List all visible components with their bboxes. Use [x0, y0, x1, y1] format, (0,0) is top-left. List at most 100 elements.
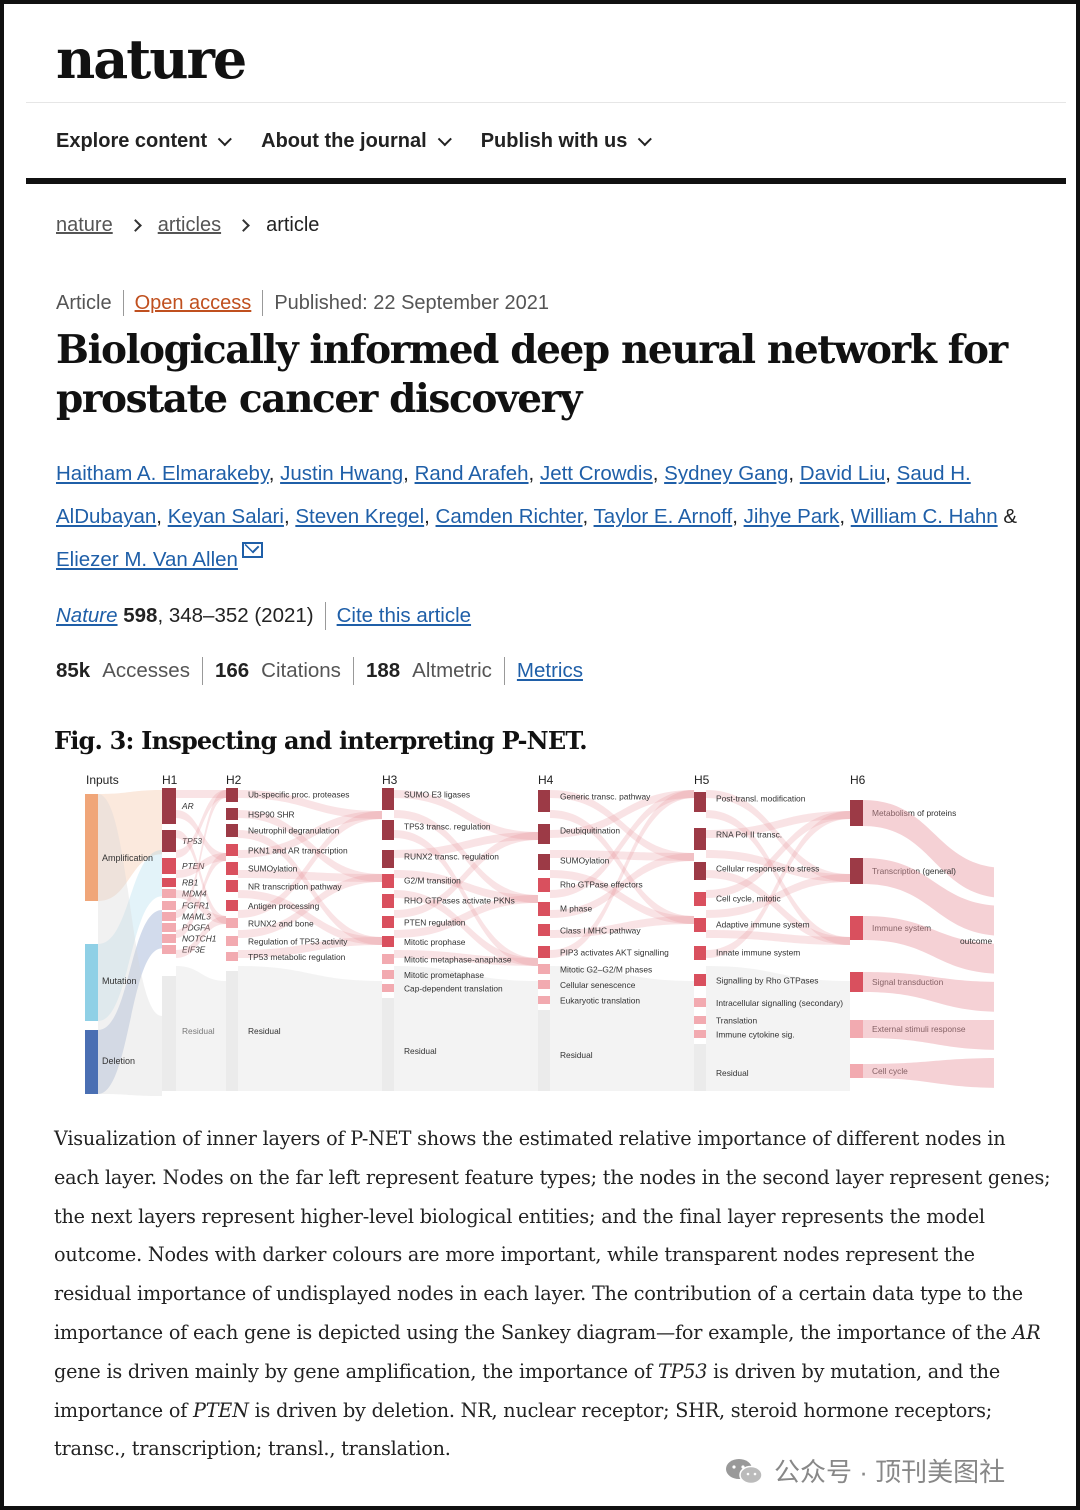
author-link[interactable]: Camden Richter — [435, 505, 583, 528]
sankey-node — [694, 918, 706, 932]
node-label: Generic transc. pathway — [560, 792, 651, 802]
sankey-node — [382, 820, 394, 840]
node-label: PTEN regulation — [404, 918, 466, 928]
input-label: Mutation — [102, 976, 137, 986]
author-link[interactable]: Taylor E. Arnoff — [593, 505, 733, 528]
gene-node — [162, 945, 176, 954]
nature-logo[interactable]: nature — [56, 27, 247, 91]
chevron-right-icon — [237, 219, 250, 232]
sankey-node — [382, 850, 394, 868]
breadcrumb: nature articles article — [56, 214, 319, 237]
author-link[interactable]: Saud H. AlDubayan — [56, 462, 971, 528]
node-label: Deubiquitination — [560, 826, 620, 836]
breadcrumb-nature[interactable]: nature — [56, 214, 113, 236]
gene-label: NOTCH1 — [182, 934, 216, 944]
residual-label: Residual — [716, 1068, 749, 1078]
sankey-node — [226, 918, 238, 928]
input-node — [85, 944, 98, 1021]
sankey-node — [694, 946, 706, 960]
metrics-link[interactable]: Metrics — [516, 659, 583, 682]
input-node — [85, 794, 98, 901]
layer-label: H1 — [162, 773, 178, 787]
author-link[interactable]: Keyan Salari — [167, 505, 284, 528]
article-meta: Article Open access Published: 22 Septem… — [56, 290, 549, 316]
sankey-link — [176, 790, 226, 858]
gene-label: PDGFA — [182, 923, 211, 933]
accesses-label: Accesses — [102, 659, 190, 682]
sankey-link — [238, 830, 382, 945]
author-link[interactable]: Jihye Park — [743, 505, 840, 528]
layer-label: H5 — [694, 773, 710, 787]
sankey-node — [382, 954, 394, 964]
divider — [503, 657, 505, 685]
sankey-link — [238, 790, 382, 819]
residual-node — [694, 1044, 706, 1091]
watermark: 公众号 · 顶刊美图社 — [724, 1452, 1005, 1489]
nav-explore-content[interactable]: Explore content — [56, 130, 233, 153]
breadcrumb-articles[interactable]: articles — [157, 214, 222, 236]
author-link[interactable]: Justin Hwang — [280, 462, 404, 485]
node-label: Eukaryotic translation — [560, 996, 640, 1006]
chevron-right-icon — [128, 219, 142, 232]
author-link[interactable]: Steven Kregel — [295, 505, 425, 528]
sankey-node — [538, 996, 550, 1004]
citations-label: Citations — [261, 659, 341, 682]
sankey-node — [694, 828, 706, 850]
node-label: Mitotic prophase — [404, 937, 466, 947]
node-label: Neutrophil degranulation — [248, 826, 340, 836]
node-label: Immune system — [872, 923, 931, 933]
node-label: Antigen processing — [248, 901, 320, 911]
gene-label: TP53 — [182, 836, 202, 846]
author-link[interactable]: David Liu — [799, 462, 886, 485]
node-label: Mitotic metaphase-anaphase — [404, 955, 512, 965]
gene-node — [162, 889, 176, 898]
sankey-link — [176, 830, 226, 924]
node-label: TP53 metabolic regulation — [248, 952, 346, 962]
sankey-link — [394, 810, 538, 903]
divider — [201, 657, 203, 685]
sankey-node — [694, 792, 706, 812]
nav-publish-with-us[interactable]: Publish with us — [481, 130, 653, 153]
sankey-node — [538, 902, 550, 916]
node-label: Signalling by Rho GTPases — [716, 976, 818, 986]
caption-text: Visualization of inner layers of P-NET s… — [54, 1127, 1051, 1344]
journal-link[interactable]: Nature — [56, 604, 118, 627]
sankey-link — [238, 811, 382, 858]
main-nav: Explore content About the journal Publis… — [56, 130, 653, 153]
mail-icon[interactable] — [241, 542, 263, 558]
sankey-link — [863, 1020, 994, 1050]
divider — [122, 290, 124, 316]
node-label: Mitotic prometaphase — [404, 970, 484, 980]
sankey-link — [863, 1058, 994, 1088]
sankey-node — [226, 788, 238, 802]
node-label: G2/M transition — [404, 876, 461, 886]
title-line-2: prostate cancer discovery — [56, 376, 582, 422]
header-divider — [26, 102, 1066, 103]
altmetric-count: 188 — [365, 659, 401, 682]
sankey-node — [850, 1020, 863, 1038]
author-link[interactable]: Haitham A. Elmarakeby — [56, 462, 269, 485]
residual-node — [162, 976, 176, 1091]
sankey-node — [382, 970, 394, 979]
sankey-link — [706, 966, 850, 1091]
sankey-link — [176, 853, 226, 878]
author-link[interactable]: Rand Arafeh — [414, 462, 529, 485]
sankey-link — [706, 811, 850, 958]
caption-text: is driven by mutation, and the importanc… — [54, 1359, 1000, 1422]
open-access-link[interactable]: Open access — [134, 291, 252, 314]
cite-this-article-link[interactable]: Cite this article — [336, 604, 472, 627]
author-link[interactable]: Eliezer M. Van Allen — [56, 548, 238, 571]
author-link[interactable]: Jett Crowdis — [539, 462, 653, 485]
sankey-link — [706, 874, 850, 918]
sankey-node — [850, 858, 863, 884]
sankey-link — [706, 811, 850, 898]
node-label: PKN1 and AR transcription — [248, 846, 348, 856]
nav-about-journal[interactable]: About the journal — [261, 130, 452, 153]
author-link[interactable]: Sydney Gang — [664, 462, 789, 485]
author-link[interactable]: William C. Hahn — [850, 505, 998, 528]
sankey-link — [394, 895, 538, 938]
gene-name: TP53 — [657, 1359, 708, 1383]
node-label: Cap-dependent translation — [404, 984, 503, 994]
sankey-link — [176, 853, 226, 938]
